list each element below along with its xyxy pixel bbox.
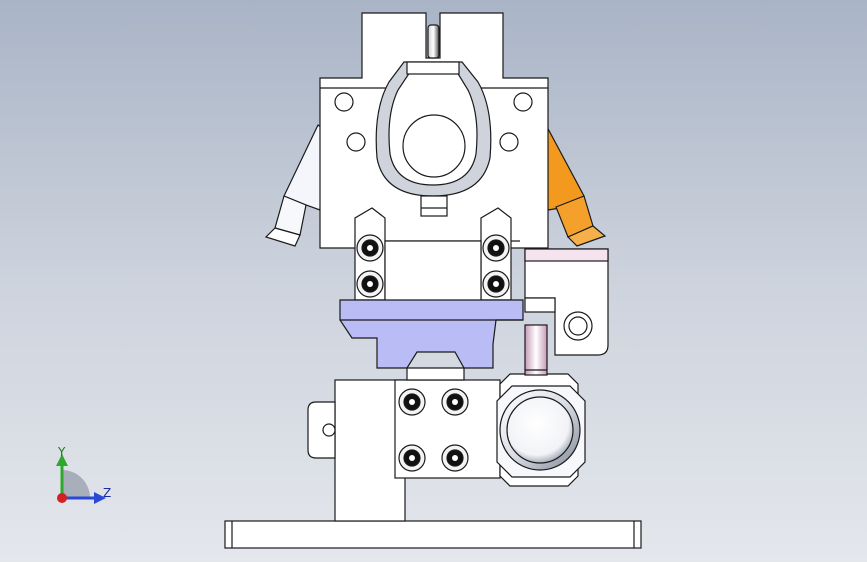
socket-head-screw-icon[interactable] xyxy=(398,444,426,472)
mounting-holes xyxy=(334,92,533,152)
center-block[interactable] xyxy=(339,299,524,369)
socket-head-screw-icon[interactable] xyxy=(482,234,510,262)
left-lever-arm[interactable] xyxy=(264,124,323,247)
pink-bracket[interactable] xyxy=(524,248,609,376)
socket-head-screw-icon[interactable] xyxy=(356,234,384,262)
socket-head-screw-icon[interactable] xyxy=(398,388,426,416)
socket-head-screw-icon[interactable] xyxy=(482,270,510,298)
cylinder-housing[interactable] xyxy=(496,373,586,487)
base-plate[interactable] xyxy=(224,520,642,549)
z-axis-label: Z xyxy=(103,486,111,500)
neck-block xyxy=(406,367,465,381)
coordinate-triad-icon: Y Z xyxy=(56,445,111,504)
socket-head-screw-icon[interactable] xyxy=(356,270,384,298)
slot-pin xyxy=(427,24,440,59)
y-axis-label: Y xyxy=(57,445,66,459)
socket-head-screw-icon[interactable] xyxy=(441,388,469,416)
right-lever-arm[interactable] xyxy=(545,124,607,247)
socket-head-screw-icon[interactable] xyxy=(441,444,469,472)
guide-plate[interactable] xyxy=(384,240,482,302)
side-ear-tab[interactable] xyxy=(307,401,336,459)
hook-ring[interactable] xyxy=(375,61,492,217)
